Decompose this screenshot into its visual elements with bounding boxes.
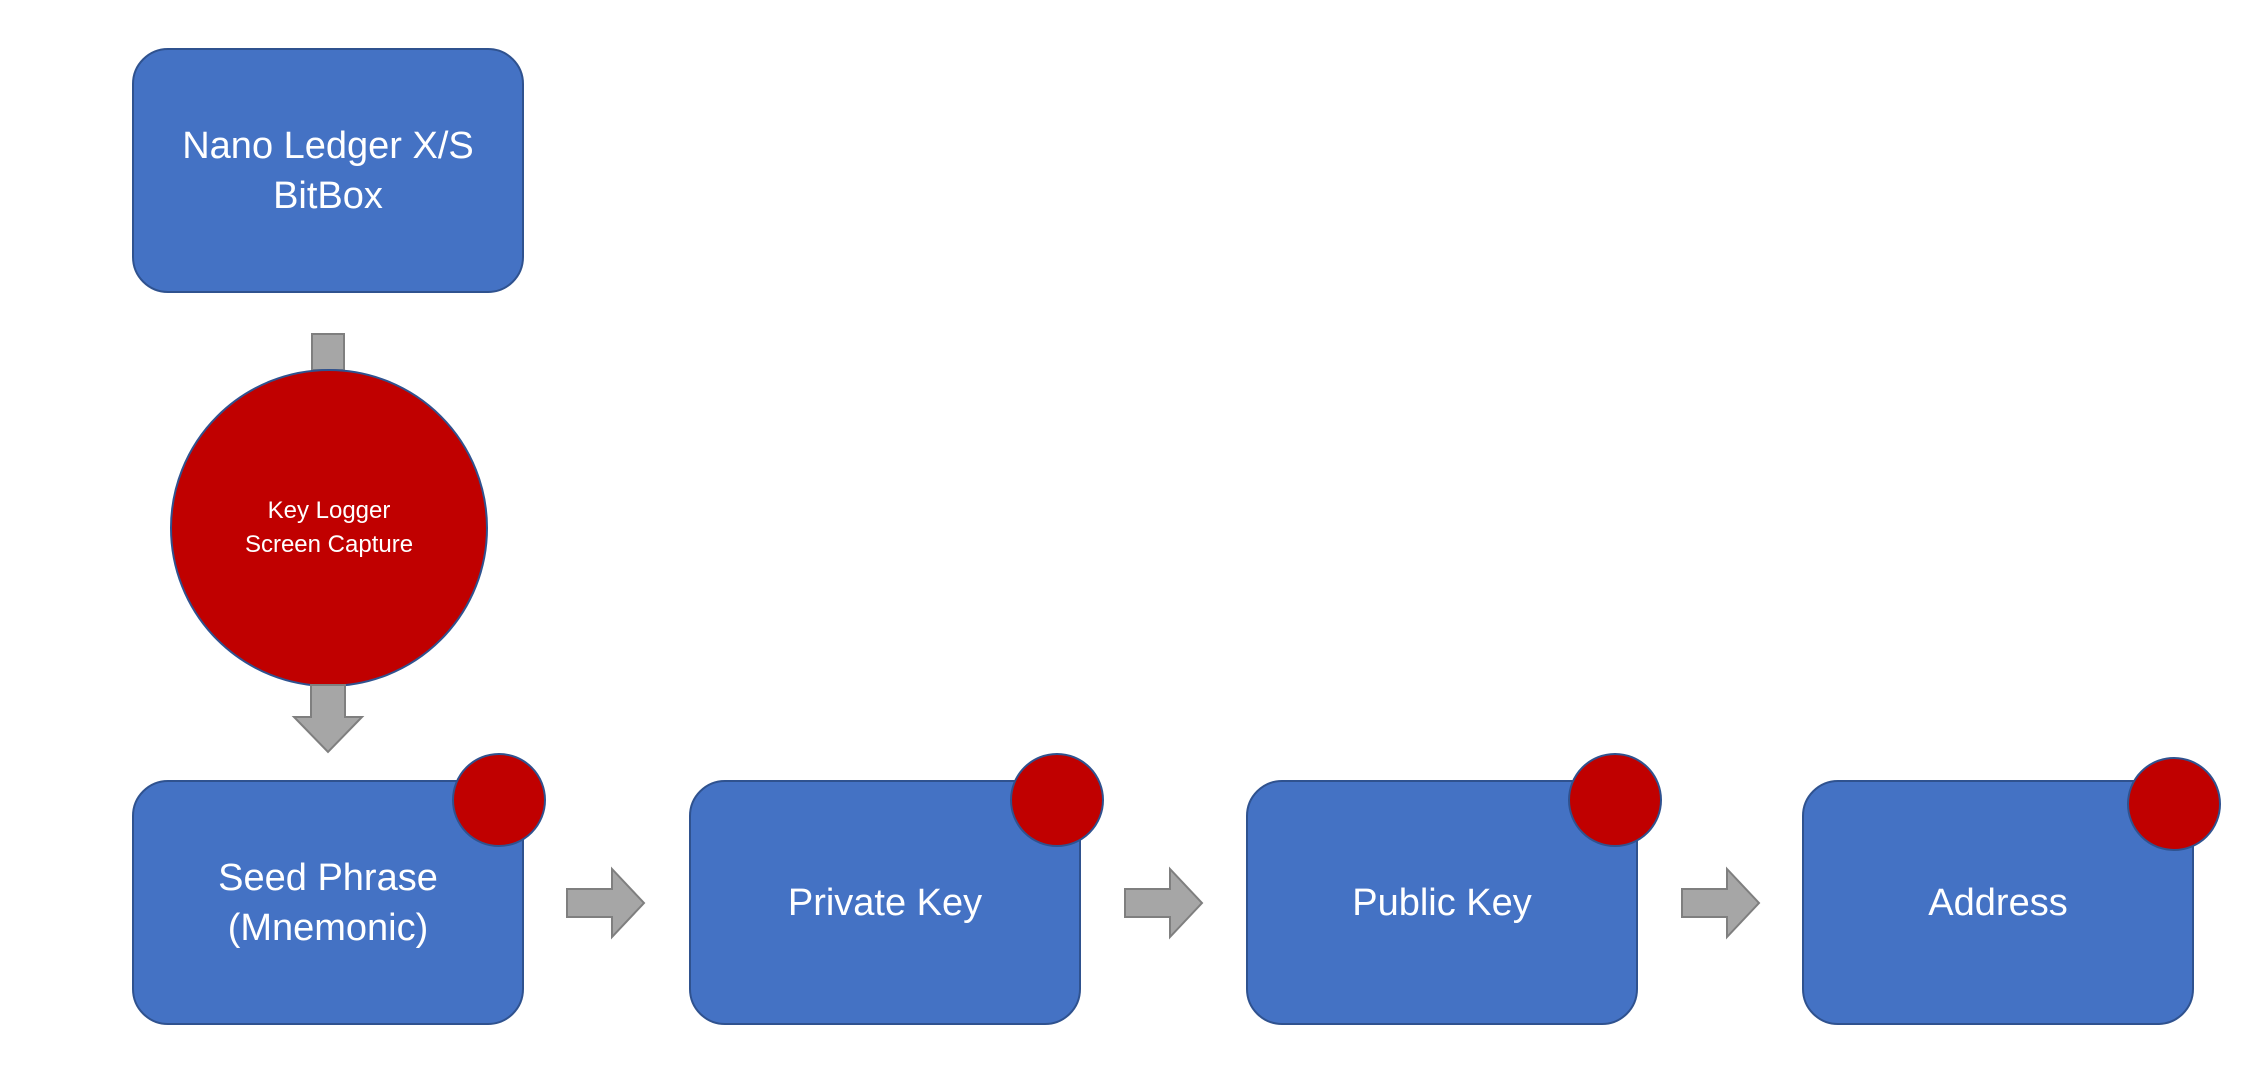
right-arrow-icon — [1124, 866, 1204, 940]
threat-line2: Screen Capture — [244, 531, 414, 558]
right-arrow-icon — [1681, 866, 1761, 940]
device-box: Nano Ledger X/S BitBox — [132, 48, 524, 293]
public-key-box: Public Key — [1246, 780, 1638, 1025]
seed-phrase-line1: Seed Phrase — [218, 856, 438, 899]
threat-badge-public-key — [1568, 753, 1662, 847]
threat-badge-private-key — [1010, 753, 1104, 847]
threat-line1: Key Logger — [267, 497, 391, 524]
seed-phrase-line2: (Mnemonic) — [227, 906, 429, 949]
address-box: Address — [1802, 780, 2194, 1025]
address-label: Address — [1928, 881, 2068, 924]
down-arrow-icon — [291, 684, 365, 754]
device-connector — [311, 333, 345, 371]
threat-badge-seed-phrase — [452, 753, 546, 847]
threat-badge-address — [2127, 757, 2221, 851]
threat-circle: Key Logger Screen Capture — [170, 369, 488, 687]
right-arrow-icon — [566, 866, 646, 940]
private-key-label: Private Key — [787, 881, 983, 924]
device-box-line2: BitBox — [273, 174, 383, 217]
public-key-label: Public Key — [1352, 881, 1532, 924]
device-box-line1: Nano Ledger X/S — [182, 124, 474, 167]
